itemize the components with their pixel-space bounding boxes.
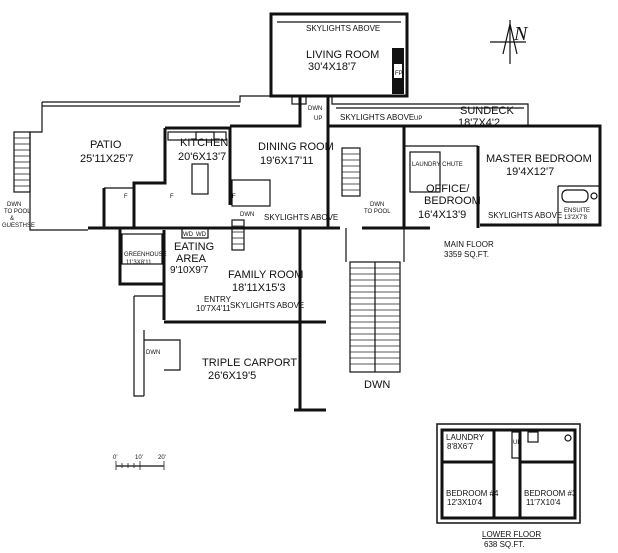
fireplace-label: FP (395, 71, 403, 77)
office-bedroom-label-1: OFFICE/ (426, 183, 470, 195)
lower-floor-plan: LAUNDRY 8'8X6'7 UP BEDROOM #4 12'3X10'4 … (436, 423, 581, 524)
kitchen-label: KITCHEN (180, 137, 228, 149)
office-bedroom-dim: 16'4X13'9 (418, 209, 466, 221)
patio-stair: DWN TO POOL & GUESTHSE (2, 131, 35, 229)
north-label: N (513, 23, 529, 45)
laundry-dim: 8'8X6'7 (447, 442, 474, 451)
family-stair (231, 219, 245, 251)
office-bedroom: LAUNDRY CHUTE OFFICE/ BEDROOM 16'4X13'9 (409, 151, 481, 221)
carport-label: TRIPLE CARPORT (202, 357, 297, 369)
dwn-top-label: DWN (308, 106, 322, 112)
dwn-pool-guest-label-3: & (10, 216, 14, 222)
entry-dim: 10'7X4'11 (196, 304, 231, 313)
fridge-label-2: F (124, 194, 128, 200)
living-room-dim: 30'4X18'7 (308, 61, 356, 73)
main-floor-sqft: 3359 SQ.FT. (444, 250, 489, 259)
dining-room: DWN UP DINING ROOM 19'6X17'11 SKYLIGHTS … (231, 95, 338, 222)
up-top-label: UP (314, 116, 322, 122)
skylights-sundeck-label: SKYLIGHTS ABOVE (340, 113, 414, 122)
lower-floor-label: LOWER FLOOR (482, 530, 541, 539)
bedroom3-label: BEDROOM #3 (524, 489, 577, 498)
entry-label: ENTRY (204, 295, 232, 304)
living-room-label: LIVING ROOM (306, 49, 379, 61)
carport-dim: 26'6X19'5 (208, 370, 256, 382)
scale-label-left: 0' (113, 455, 117, 461)
skylights-dining-label: SKYLIGHTS ABOVE (264, 213, 338, 222)
north-arrow-icon: N (490, 20, 529, 64)
living-room: FP SKYLIGHTS ABOVE LIVING ROOM 30'4X18'7 (269, 12, 409, 98)
office-bedroom-label-2: BEDROOM (424, 195, 481, 207)
bedroom3-dim: 11'7X10'4 (526, 498, 561, 507)
dwn-pool-guest-label-2: TO POOL (4, 209, 31, 215)
dwn-pool-guest-label-4: GUESTHSE (2, 223, 35, 229)
main-floor-label: MAIN FLOOR (444, 240, 494, 249)
dwn-pool-label-2: TO POOL (364, 209, 391, 215)
bedroom4-dim: 12'3X10'4 (447, 498, 483, 507)
patio-dim: 25'11X25'7 (80, 153, 134, 165)
greenhouse: GREENHOUSE 11'3X8'11 (121, 233, 167, 266)
scale-bar: 0' 10' 20' (113, 455, 166, 470)
fridge-label-3: F (232, 194, 236, 200)
family-room-label: FAMILY ROOM (228, 269, 303, 281)
bedroom4-label: BEDROOM #4 (446, 489, 499, 498)
greenhouse-label: GREENHOUSE (124, 252, 167, 258)
skylights-family-label: SKYLIGHTS ABOVE (230, 301, 304, 310)
eating-area-dim: 9'10X9'7 (170, 265, 209, 276)
scale-label-right: 20' (158, 455, 166, 461)
washer-label: WD (183, 232, 194, 238)
family-room-dim: 18'11X15'3 (232, 282, 286, 294)
dryer-label: WD (196, 232, 207, 238)
master-bedroom: MASTER BEDROOM 19'4X12'7 SKYLIGHTS ABOVE… (486, 153, 600, 225)
ensuite-label: ENSUITE (564, 208, 590, 214)
dwn-dining-label: DWN (240, 212, 254, 218)
eating-area-label-1: EATING (174, 241, 214, 253)
dwn-carport-label: DWN (146, 350, 160, 356)
dining-room-label: DINING ROOM (258, 141, 334, 153)
dwn-pool-label-1: DWN (370, 202, 384, 208)
laundry-label: LAUNDRY (446, 433, 485, 442)
lower-up-label: UP (513, 440, 521, 446)
ensuite-dim: 13'2X7'8 (564, 215, 588, 221)
scale-label-mid: 10' (135, 455, 143, 461)
fridge-label-1: F (170, 194, 174, 200)
dwn-pool-guest-label-1: DWN (7, 202, 21, 208)
main-floor-walls (29, 95, 602, 412)
greenhouse-dim: 11'3X8'11 (126, 260, 152, 266)
lower-floor-sqft: 638 SQ.FT. (484, 540, 524, 549)
skylights-living-label: SKYLIGHTS ABOVE (306, 24, 380, 33)
exterior-stair: DWN (345, 228, 405, 391)
dwn-main-label: DWN (364, 379, 390, 391)
laundry-chute-label: LAUNDRY CHUTE (412, 162, 463, 168)
master-bedroom-label: MASTER BEDROOM (486, 153, 592, 165)
kitchen: KITCHEN 20'6X13'7 F F F WD WD (124, 131, 236, 239)
kitchen-dim: 20'6X13'7 (178, 151, 226, 163)
patio-label: PATIO (90, 139, 122, 151)
stair-to-pool: DWN TO POOL (341, 147, 391, 215)
sundeck-label: SUNDECK (460, 105, 514, 117)
dining-room-dim: 19'6X17'11 (260, 155, 314, 167)
master-bedroom-dim: 19'4X12'7 (506, 166, 554, 178)
eating-area-label-2: AREA (176, 253, 207, 265)
up-deck-label: UP (414, 116, 422, 122)
skylights-master-label: SKYLIGHTS ABOVE (488, 211, 562, 220)
sundeck-dim: 18'7X4'2 (458, 117, 500, 129)
